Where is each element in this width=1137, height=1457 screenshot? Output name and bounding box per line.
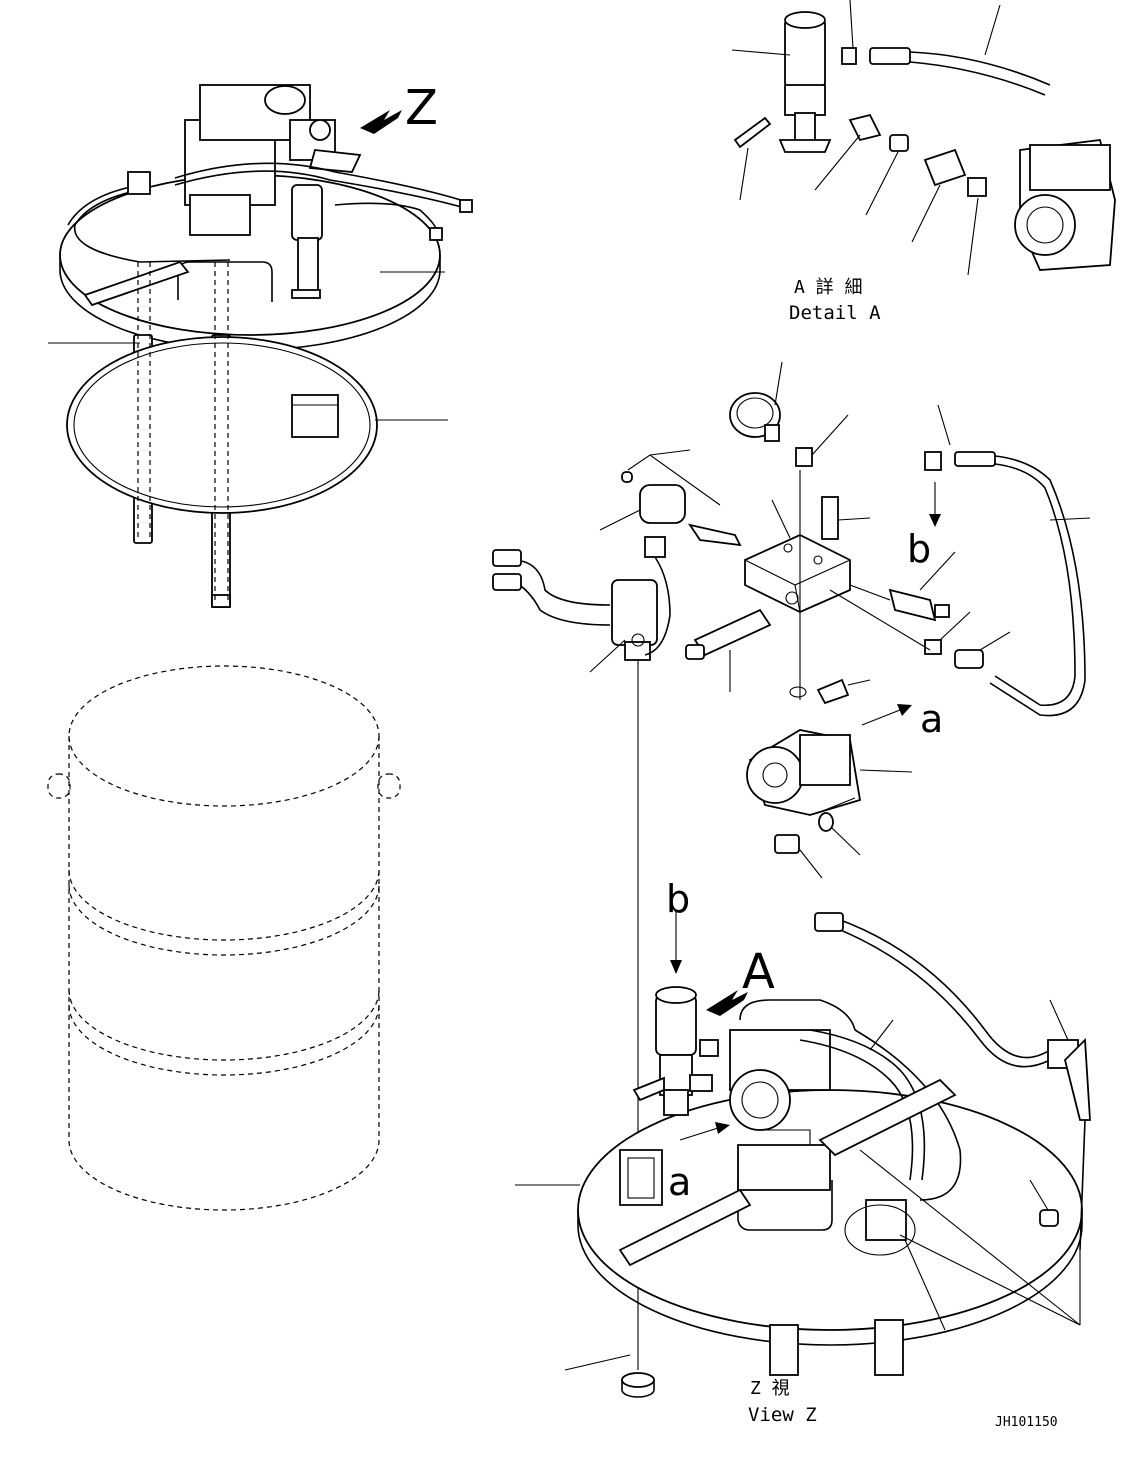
arrow-b-upper-label: b: [907, 527, 931, 571]
solenoid-wiring: [492, 536, 671, 1370]
view-z-caption-jp: Z 視: [750, 1378, 790, 1399]
view-z-assembly: [515, 910, 1091, 1398]
upper-left-assembly: [48, 84, 473, 608]
view-z-caption-en: View Z: [748, 1404, 817, 1426]
drum-outline: [47, 665, 401, 1211]
arrow-a-lower-label: a: [668, 1160, 691, 1204]
detail-a-mark: A: [742, 944, 775, 1000]
view-z-mark: Z: [405, 80, 438, 136]
drawing-code: JH101150: [995, 1415, 1058, 1430]
detail-a-caption-jp: A 詳 細: [794, 277, 863, 298]
valve-block-exploded: [599, 361, 1091, 879]
detail-a-assembly: [731, 0, 1116, 276]
detail-a-caption-en: Detail A: [789, 302, 881, 324]
arrow-a-upper-label: a: [920, 697, 943, 741]
arrow-b-lower-label: b: [666, 877, 690, 921]
